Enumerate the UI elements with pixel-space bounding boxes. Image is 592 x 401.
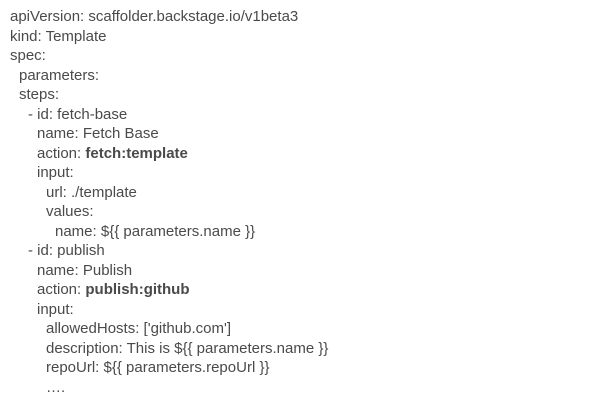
yaml-key: url: xyxy=(46,183,67,201)
yaml-line-steps: steps: xyxy=(10,85,328,105)
yaml-action-value: publish:github xyxy=(85,281,190,298)
yaml-line-step-name-fetch: name: Fetch Base xyxy=(10,124,328,144)
yaml-key: description: xyxy=(46,339,123,357)
ellipsis-text: …. xyxy=(46,378,66,396)
yaml-line-step-input-publish: input: xyxy=(10,300,328,320)
yaml-key: values: xyxy=(46,203,94,220)
yaml-line-step-name-publish: name: Publish xyxy=(10,261,328,281)
yaml-line-description: description: This is ${{ parameters.name… xyxy=(10,339,328,359)
yaml-key: input: xyxy=(37,164,74,181)
yaml-line-values-name: name: ${{ parameters.name }} xyxy=(10,222,328,242)
yaml-key: allowedHosts: xyxy=(46,320,140,337)
yaml-key: kind: xyxy=(10,27,42,45)
yaml-key: apiVersion: xyxy=(10,8,85,25)
yaml-action-value: fetch:template xyxy=(85,144,188,162)
yaml-key: repoUrl: xyxy=(46,359,100,376)
yaml-line-input-url: url: ./template xyxy=(10,183,328,203)
yaml-key: - id: xyxy=(28,105,54,123)
yaml-document: apiVersion: scaffolder.backstage.io/v1be… xyxy=(10,7,328,397)
yaml-value: fetch-base xyxy=(53,105,128,123)
yaml-value: ['github.com'] xyxy=(139,320,231,337)
yaml-value: Template xyxy=(41,27,107,45)
yaml-key: name: xyxy=(37,125,79,142)
yaml-key: steps: xyxy=(19,86,60,103)
yaml-value: This is ${{ parameters.name }} xyxy=(122,339,329,357)
yaml-line-repo-url: repoUrl: ${{ parameters.repoUrl }} xyxy=(10,358,328,378)
yaml-key: parameters: xyxy=(19,66,100,84)
yaml-line-step-action-publish: action: publish:github xyxy=(10,280,328,300)
yaml-key: - id: xyxy=(28,242,54,259)
yaml-line-parameters: parameters: xyxy=(10,66,328,86)
yaml-line-step-action-fetch: action: fetch:template xyxy=(10,144,328,164)
yaml-value: publish xyxy=(53,242,105,259)
yaml-value: ${{ parameters.name }} xyxy=(96,222,256,240)
yaml-line-api-version: apiVersion: scaffolder.backstage.io/v1be… xyxy=(10,7,328,27)
yaml-line-kind: kind: Template xyxy=(10,27,328,47)
yaml-key: spec: xyxy=(10,47,46,64)
yaml-value: ./template xyxy=(66,183,137,201)
yaml-key: action: xyxy=(37,144,82,162)
yaml-line-allowed-hosts: allowedHosts: ['github.com'] xyxy=(10,319,328,339)
yaml-key: name: xyxy=(55,222,97,240)
yaml-line-step-input-fetch: input: xyxy=(10,163,328,183)
yaml-key: action: xyxy=(37,281,82,298)
yaml-value: ${{ parameters.repoUrl }} xyxy=(99,359,270,376)
yaml-line-spec: spec: xyxy=(10,46,328,66)
yaml-line-step-id-fetch: - id: fetch-base xyxy=(10,105,328,125)
yaml-value: Fetch Base xyxy=(78,125,159,142)
yaml-key: input: xyxy=(37,300,74,318)
yaml-line-step-id-publish: - id: publish xyxy=(10,241,328,261)
yaml-line-ellipsis: …. xyxy=(10,378,328,398)
yaml-line-input-values: values: xyxy=(10,202,328,222)
yaml-value: scaffolder.backstage.io/v1beta3 xyxy=(84,8,299,25)
yaml-value: Publish xyxy=(78,261,133,279)
yaml-key: name: xyxy=(37,261,79,279)
